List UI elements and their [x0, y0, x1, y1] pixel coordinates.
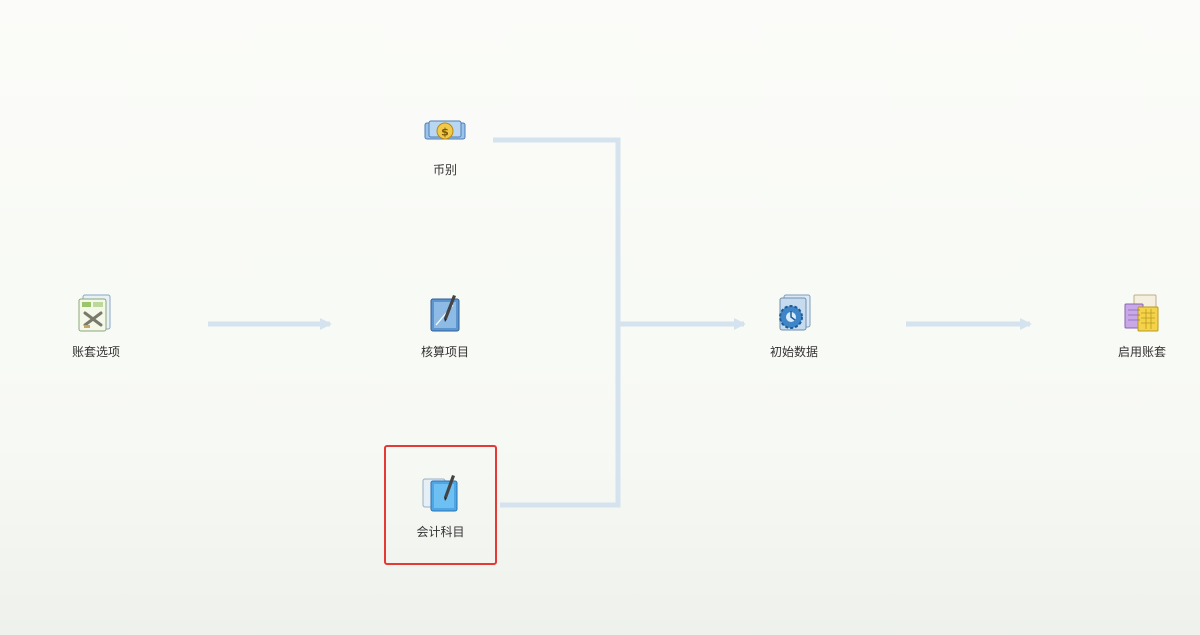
flow-node-label: 核算项目: [420, 344, 469, 359]
flow-node-label: 币别: [432, 162, 457, 177]
accounting-subjects-icon: [422, 474, 457, 511]
flow-node-label: 账套选项: [71, 344, 120, 359]
accounting-items-icon: [430, 294, 460, 331]
flow-node-label: 初始数据: [769, 344, 818, 359]
flow-node-accounting-subjects[interactable]: 会计科目: [384, 445, 497, 565]
enable-account-icon: [1124, 294, 1159, 331]
flow-node-label: 会计科目: [416, 524, 465, 539]
flow-node-account-options[interactable]: 账套选项: [41, 270, 151, 380]
account-options-icon: [78, 294, 111, 331]
connector-currency: [493, 137, 621, 508]
flow-node-label: 启用账套: [1117, 344, 1166, 359]
initial-data-icon: [779, 294, 811, 330]
flow-node-initial-data[interactable]: 初始数据: [739, 270, 849, 380]
svg-text:$: $: [441, 125, 449, 138]
flow-node-accounting-items[interactable]: 核算项目: [390, 270, 500, 380]
flow-node-currency[interactable]: $ 币别: [390, 88, 500, 198]
currency-money-icon: $: [424, 120, 466, 139]
flow-node-enable-account[interactable]: 启用账套: [1087, 270, 1197, 380]
